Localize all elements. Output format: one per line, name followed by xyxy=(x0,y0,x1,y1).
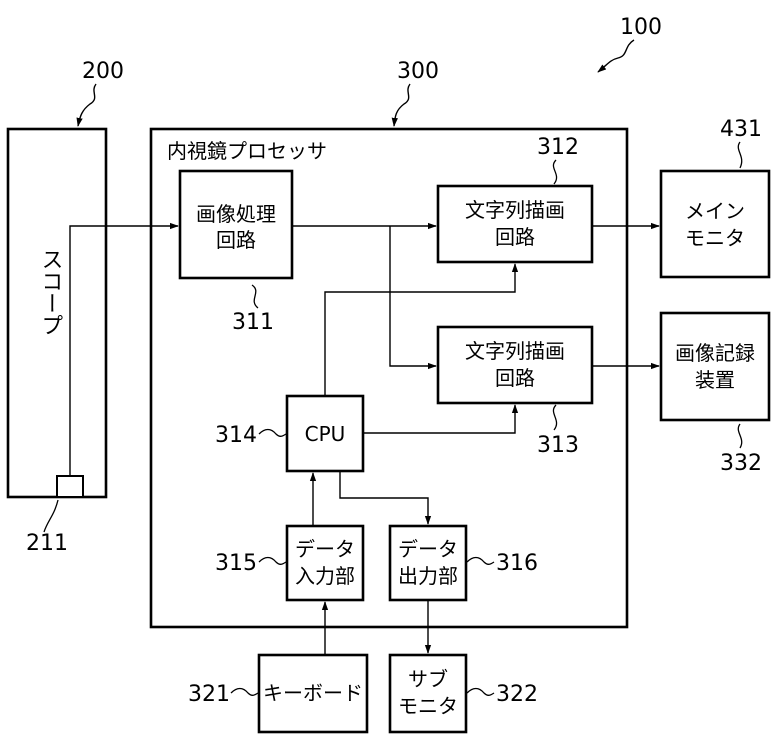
keyboard-ref: 321 xyxy=(188,682,230,707)
char-draw-2-ref: 313 xyxy=(537,433,579,458)
image-processing-ref: 311 xyxy=(232,310,274,335)
main-monitor-line2: モニタ xyxy=(685,226,745,250)
image-processing-line1: 画像処理 xyxy=(196,202,276,226)
data-output-line2: 出力部 xyxy=(398,564,458,588)
sub-monitor-ref: 322 xyxy=(496,682,538,707)
scope-ref-label: 200 xyxy=(82,59,124,84)
data-input-ref: 315 xyxy=(215,551,257,576)
data-output-line1: データ xyxy=(398,537,458,561)
char-draw-1-ref: 312 xyxy=(537,135,579,160)
main-monitor-leader xyxy=(738,142,741,168)
sensor-ref-leader xyxy=(44,500,58,532)
recorder-ref: 332 xyxy=(720,451,762,476)
scope-ref-leader xyxy=(78,84,96,126)
sensor-211 xyxy=(57,476,83,497)
main-monitor-ref: 431 xyxy=(720,117,762,142)
keyboard-label: キーボード xyxy=(263,681,363,705)
sensor-ref-label: 211 xyxy=(26,531,68,556)
processor-ref-label: 300 xyxy=(397,59,439,84)
recorder-leader xyxy=(738,424,741,448)
sub-monitor-line1: サブ xyxy=(408,667,448,691)
system-ref-arrow xyxy=(598,40,634,72)
char-draw-2-line1: 文字列描画 xyxy=(465,339,565,363)
processor-title: 内視鏡プロセッサ xyxy=(167,139,327,163)
cpu-ref: 314 xyxy=(215,423,257,448)
recorder-block xyxy=(661,313,769,420)
char-draw-1-line1: 文字列描画 xyxy=(465,198,565,222)
char-draw-2-line2: 回路 xyxy=(495,366,535,390)
main-monitor-block xyxy=(661,171,769,277)
keyboard-leader xyxy=(231,689,258,696)
cpu-label: CPU xyxy=(305,422,346,446)
data-input-line2: 入力部 xyxy=(295,564,355,588)
recorder-line1: 画像記録 xyxy=(675,341,755,365)
sub-monitor-line2: モニタ xyxy=(398,694,458,718)
char-draw-1-line2: 回路 xyxy=(495,225,535,249)
image-processing-line2: 回路 xyxy=(216,228,256,252)
system-ref-label: 100 xyxy=(620,15,662,40)
scope-label: スコープ xyxy=(38,248,63,336)
data-output-ref: 316 xyxy=(496,551,538,576)
data-input-line1: データ xyxy=(295,537,355,561)
main-monitor-line1: メイン xyxy=(685,199,745,223)
sub-monitor-leader xyxy=(467,689,494,696)
processor-ref-leader xyxy=(394,84,410,126)
recorder-line2: 装置 xyxy=(695,368,735,392)
